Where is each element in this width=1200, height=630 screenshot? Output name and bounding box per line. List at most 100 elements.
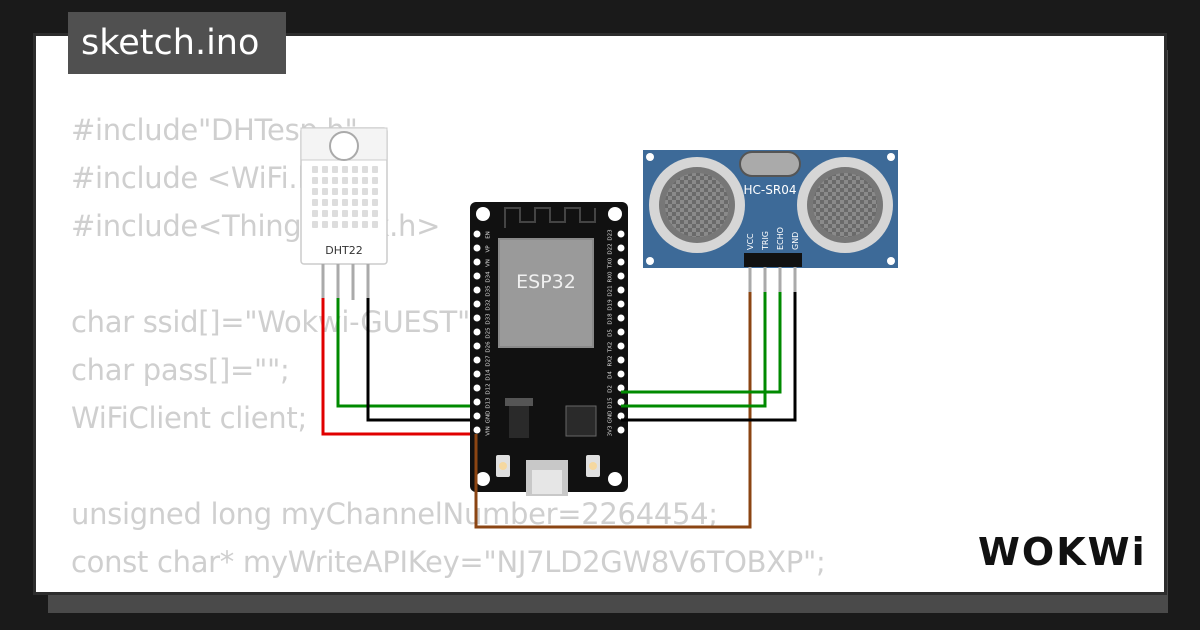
esp32-pin-label: D26 bbox=[486, 341, 492, 353]
esp32-pin-label: VP bbox=[486, 245, 492, 253]
esp32-pin-label: D5 bbox=[608, 329, 614, 337]
esp32-pin[interactable] bbox=[617, 412, 625, 420]
dht-vent bbox=[372, 177, 378, 184]
dht-vent bbox=[362, 199, 368, 206]
dht-vent bbox=[352, 177, 358, 184]
esp32-pin[interactable] bbox=[473, 300, 481, 308]
esp32-pin[interactable] bbox=[617, 272, 625, 280]
dht-vent bbox=[322, 177, 328, 184]
wire-gnd-black bbox=[621, 292, 797, 422]
dht-vent bbox=[322, 221, 328, 228]
code-line: const char* myWriteAPIKey="NJ7LD2GW8V6TO… bbox=[71, 545, 826, 579]
esp32-pin[interactable] bbox=[617, 300, 625, 308]
esp32-pin-label: D27 bbox=[486, 355, 492, 367]
esp32-pin[interactable] bbox=[473, 244, 481, 252]
esp32-pin[interactable] bbox=[617, 328, 625, 336]
dht-vent bbox=[332, 221, 338, 228]
dht-vent bbox=[362, 221, 368, 228]
dht-vent bbox=[312, 166, 318, 173]
esp32-pin[interactable] bbox=[473, 342, 481, 350]
esp32-pin-label: D18 bbox=[608, 313, 614, 325]
esp32-pin[interactable] bbox=[617, 370, 625, 378]
esp32-pin[interactable] bbox=[617, 286, 625, 294]
esp32-pin[interactable] bbox=[473, 328, 481, 336]
wires-dht bbox=[321, 298, 476, 436]
esp32-pin[interactable] bbox=[473, 258, 481, 266]
dht-vent bbox=[362, 177, 368, 184]
dht-vent bbox=[312, 221, 318, 228]
dht-vent bbox=[332, 188, 338, 195]
esp32-pin[interactable] bbox=[617, 356, 625, 364]
esp32-pin[interactable] bbox=[473, 272, 481, 280]
dht-vent bbox=[322, 188, 328, 195]
esp32-pin[interactable] bbox=[473, 356, 481, 364]
wokwi-logo[interactable]: WOKWi bbox=[978, 530, 1148, 574]
esp32-pin-label: D32 bbox=[486, 299, 492, 310]
dht-vent bbox=[312, 188, 318, 195]
dht-vent bbox=[352, 166, 358, 173]
esp32-pin-label: RX2 bbox=[608, 355, 614, 366]
dht22-label: DHT22 bbox=[325, 244, 362, 257]
dht22-sensor[interactable]: DHT22 bbox=[300, 127, 388, 300]
dht-vent bbox=[322, 210, 328, 217]
esp32-pin-label: 3V3 bbox=[608, 425, 614, 436]
esp32-pin[interactable] bbox=[473, 412, 481, 420]
dht-vent bbox=[342, 221, 348, 228]
esp32-pin[interactable] bbox=[473, 314, 481, 322]
esp32-pin[interactable] bbox=[617, 314, 625, 322]
esp32-pin-label: GND bbox=[608, 411, 614, 424]
esp32-pin-label: VN bbox=[486, 259, 492, 267]
esp32-pin[interactable] bbox=[473, 384, 481, 392]
dht-vent bbox=[332, 177, 338, 184]
wire-echo-green bbox=[621, 292, 782, 394]
esp32-pin-label: D2 bbox=[608, 385, 614, 393]
dht-vent bbox=[342, 188, 348, 195]
esp32-pin[interactable] bbox=[473, 230, 481, 238]
code-line: char pass[]=""; bbox=[71, 353, 290, 387]
esp32-pin-label: D34 bbox=[486, 271, 492, 283]
hc-sr04-label: HC-SR04 bbox=[744, 183, 797, 197]
esp32-pin-label: EN bbox=[486, 231, 492, 239]
dht-vent bbox=[332, 210, 338, 217]
dht-vent bbox=[322, 166, 328, 173]
dht-vent bbox=[362, 166, 368, 173]
dht-vent bbox=[372, 199, 378, 206]
esp32-pin-label: TX2 bbox=[608, 342, 614, 354]
dht-vent bbox=[322, 199, 328, 206]
esp32-board[interactable]: ESP32 ENVPVND34D35D32D33D25D26D27D14D12D… bbox=[470, 202, 628, 496]
esp32-pin-label: D21 bbox=[608, 285, 614, 296]
esp32-pin[interactable] bbox=[617, 426, 625, 434]
dht-vent bbox=[372, 210, 378, 217]
esp32-pin-label: D22 bbox=[608, 243, 614, 254]
esp32-pin[interactable] bbox=[617, 398, 625, 406]
hc-sr04-pin-label: VCC bbox=[746, 233, 755, 250]
file-tab-sketch[interactable]: sketch.ino bbox=[68, 12, 286, 74]
esp32-pin[interactable] bbox=[617, 384, 625, 392]
esp32-pin[interactable] bbox=[617, 244, 625, 252]
wire-data-green bbox=[336, 298, 476, 408]
wire-trig-green bbox=[621, 292, 767, 408]
code-preview: #include"DHTesp.h"#include <WiFi.h>#incl… bbox=[71, 106, 826, 592]
dht-vent bbox=[312, 210, 318, 217]
wokwi-logo-text: WOKWi bbox=[978, 530, 1147, 574]
esp32-pin-label: D23 bbox=[608, 229, 614, 241]
esp32-pin[interactable] bbox=[473, 426, 481, 434]
esp32-pin-label: D19 bbox=[608, 299, 614, 311]
esp32-pin[interactable] bbox=[617, 342, 625, 350]
esp32-pin[interactable] bbox=[473, 286, 481, 294]
esp32-pin[interactable] bbox=[473, 398, 481, 406]
esp32-pin[interactable] bbox=[617, 258, 625, 266]
esp32-pin-label: D13 bbox=[486, 397, 492, 409]
esp32-pin-label: D15 bbox=[608, 397, 614, 409]
esp32-pin-label: D4 bbox=[608, 371, 614, 379]
esp32-pin[interactable] bbox=[617, 230, 625, 238]
hc-sr04-pin-label: GND bbox=[791, 232, 800, 250]
hc-sr04-pin-label: TRIG bbox=[761, 231, 770, 251]
esp32-pin[interactable] bbox=[473, 370, 481, 378]
code-line: char ssid[]="Wokwi-GUEST"; bbox=[71, 305, 480, 339]
esp32-pin-label: TX0 bbox=[608, 257, 614, 269]
wire-gnd-black bbox=[366, 298, 476, 422]
esp32-pin-label: GND bbox=[486, 411, 492, 424]
